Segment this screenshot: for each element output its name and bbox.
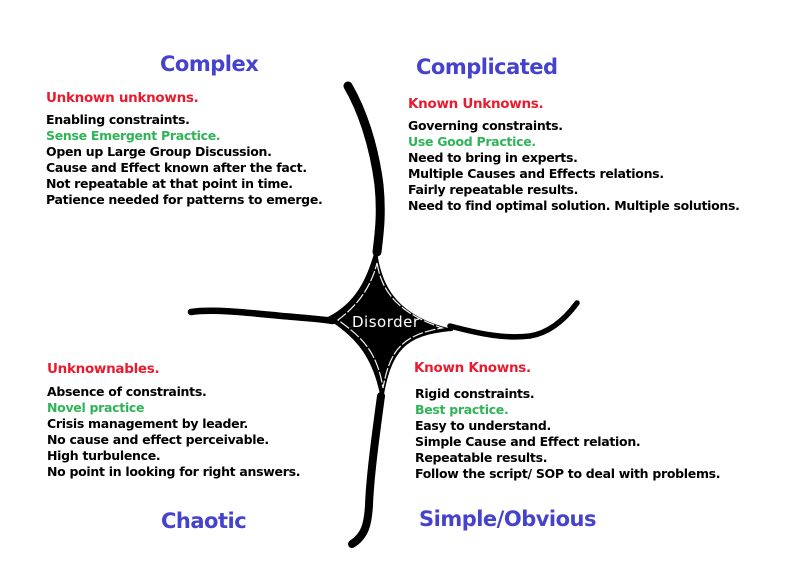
quadrant-line: Fairly repeatable results. [408, 182, 579, 197]
quadrant-lines-complex: Enabling constraints. Sense Emergent Pra… [46, 112, 323, 208]
quadrant-line: Novel practice [47, 400, 145, 415]
quadrant-line: Repeatable results. [415, 450, 548, 465]
quadrant-line: Simple Cause and Effect relation. [415, 434, 641, 449]
axis-bottom [348, 392, 385, 548]
quadrant-header-complicated: Known Unknowns. [408, 96, 544, 112]
quadrant-title-chaotic: Chaotic [161, 509, 247, 533]
quadrant-line: No cause and effect perceivable. [47, 432, 269, 447]
axis-left [187, 307, 337, 325]
quadrant-line: No point in looking for right answers. [47, 464, 301, 479]
quadrant-line: Not repeatable at that point in time. [46, 176, 293, 191]
quadrant-line: Multiple Causes and Effects relations. [408, 166, 664, 181]
quadrant-line: Best practice. [415, 402, 509, 417]
axis-top [343, 81, 385, 257]
quadrant-lines-complicated: Governing constraints. Use Good Practice… [408, 118, 740, 214]
quadrant-line: Absence of constraints. [47, 384, 207, 399]
quadrant-line: Enabling constraints. [46, 112, 190, 127]
quadrant-line: Patience needed for patterns to emerge. [46, 192, 323, 207]
quadrant-line: Easy to understand. [415, 418, 551, 433]
quadrant-line: Open up Large Group Discussion. [46, 144, 272, 159]
axis-right [447, 300, 580, 340]
quadrant-line: Follow the script/ SOP to deal with prob… [415, 466, 721, 481]
quadrant-title-simple: Simple/Obvious [419, 507, 597, 531]
quadrant-line: Crisis management by leader. [47, 416, 248, 431]
quadrant-line: Sense Emergent Practice. [46, 128, 221, 143]
quadrant-line: Cause and Effect known after the fact. [46, 160, 307, 175]
quadrant-line: Governing constraints. [408, 118, 563, 133]
quadrant-line: Need to find optimal solution. Multiple … [408, 198, 740, 213]
quadrant-lines-chaotic: Absence of constraints. Novel practice C… [47, 384, 300, 480]
quadrant-header-simple: Known Knowns. [414, 360, 531, 376]
quadrant-header-chaotic: Unknownables. [47, 361, 160, 377]
quadrant-title-complicated: Complicated [416, 55, 558, 79]
quadrant-line: Rigid constraints. [415, 386, 535, 401]
quadrant-line: Use Good Practice. [408, 134, 536, 149]
quadrant-lines-simple: Rigid constraints. Best practice. Easy t… [415, 386, 721, 482]
quadrant-header-complex: Unknown unknowns. [46, 90, 199, 106]
disorder-star-inner-outline [336, 262, 445, 389]
quadrant-line: High turbulence. [47, 448, 161, 463]
center-disorder-label: Disorder [352, 313, 420, 331]
quadrant-title-complex: Complex [160, 52, 259, 76]
quadrant-line: Need to bring in experts. [408, 150, 578, 165]
